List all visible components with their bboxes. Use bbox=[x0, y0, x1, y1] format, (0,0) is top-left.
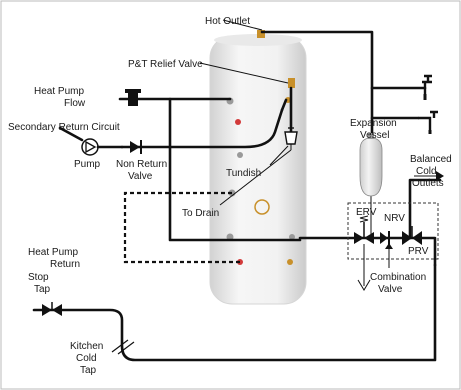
cold-inlet-pipe bbox=[298, 236, 437, 267]
port-sensor-red bbox=[235, 119, 241, 125]
label-combination-1: Combination bbox=[370, 272, 426, 283]
immersion-ring bbox=[254, 199, 270, 215]
combination-valve-box bbox=[347, 202, 439, 260]
nrv-valve-icon bbox=[380, 231, 390, 245]
hot-outlet-fitting bbox=[257, 30, 265, 38]
label-erv: ERV bbox=[356, 207, 377, 218]
non-return-valve-icon bbox=[130, 140, 142, 154]
hot-tap-icon bbox=[422, 74, 432, 100]
balanced-arrow-icon bbox=[436, 171, 444, 181]
secondary-return-entry bbox=[280, 98, 288, 112]
leader-pt-relief bbox=[199, 62, 289, 84]
port-cold-inlet bbox=[289, 234, 295, 240]
secondary-return-pipe bbox=[120, 108, 284, 149]
heat-pump-coil-pipe bbox=[168, 97, 302, 242]
label-heat-pump-return-1: Heat Pump bbox=[28, 247, 78, 258]
pump-icon bbox=[81, 138, 99, 156]
label-non-return-1: Non Return bbox=[116, 159, 167, 170]
label-combination-2: Valve bbox=[378, 284, 403, 295]
label-stop-tap-2: Tap bbox=[34, 284, 51, 295]
label-heat-pump-flow-1: Heat Pump bbox=[34, 86, 84, 97]
label-prv: PRV bbox=[408, 246, 429, 257]
label-balanced-1: Balanced bbox=[410, 154, 452, 165]
label-balanced-2: Cold bbox=[416, 166, 437, 177]
pt-relief-valve-body bbox=[288, 78, 295, 88]
cold-tap-icon bbox=[418, 110, 438, 134]
label-pump: Pump bbox=[74, 159, 101, 170]
expansion-vessel-icon bbox=[359, 133, 383, 238]
label-to-drain: To Drain bbox=[182, 208, 219, 219]
leader-tundish bbox=[269, 145, 289, 166]
label-secondary-return: Secondary Return Circuit bbox=[8, 122, 120, 133]
balanced-cold-branch bbox=[408, 178, 442, 240]
secondary-loop-lead bbox=[58, 126, 84, 142]
kitchen-cold-tap-break-icon bbox=[111, 339, 135, 355]
label-balanced-3: Outlets bbox=[412, 178, 444, 189]
prv-valve-icon bbox=[402, 226, 422, 245]
label-heat-pump-return-2: Return bbox=[50, 259, 80, 270]
label-heat-pump-flow-2: Flow bbox=[64, 98, 86, 109]
port-immersion bbox=[287, 259, 293, 265]
hot-outlet-pipework bbox=[257, 30, 438, 150]
stop-tap-icon bbox=[42, 302, 62, 316]
isolating-valve-icon bbox=[125, 89, 141, 106]
label-nrv: NRV bbox=[384, 213, 405, 224]
leader-to-drain bbox=[219, 149, 292, 206]
label-kitchen-3: Tap bbox=[80, 365, 97, 376]
port-secondary bbox=[237, 152, 243, 158]
label-kitchen-1: Kitchen bbox=[70, 341, 103, 352]
cold-mains-pipe bbox=[32, 263, 437, 362]
label-hot-outlet: Hot Outlet bbox=[205, 16, 250, 27]
tundish-icon bbox=[284, 127, 298, 145]
combination-pointer-icon bbox=[385, 243, 393, 249]
label-expansion-2: Vessel bbox=[360, 130, 389, 141]
label-stop-tap-1: Stop bbox=[28, 272, 49, 283]
label-expansion-1: Expansion bbox=[350, 118, 397, 129]
leader-hot-outlet bbox=[222, 19, 263, 31]
label-non-return-2: Valve bbox=[128, 171, 153, 182]
heat-pump-return-dashed bbox=[123, 191, 240, 264]
label-kitchen-2: Cold bbox=[76, 353, 97, 364]
label-tundish: Tundish bbox=[226, 168, 261, 179]
label-pt-relief-valve: P&T Relief Valve bbox=[128, 59, 203, 70]
